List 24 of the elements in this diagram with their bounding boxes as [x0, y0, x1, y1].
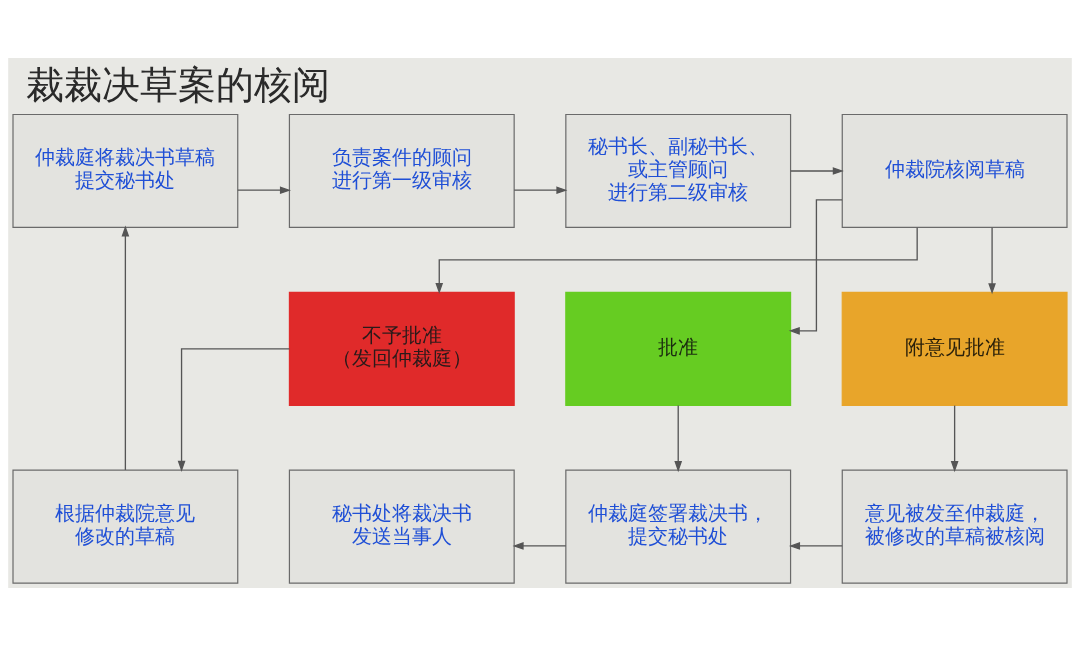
- node-box: 秘书长、副秘书长、或主管顾问进行第二级审核: [565, 113, 792, 228]
- arrow: [435, 226, 918, 294]
- node-box: 负责案件的顾问进行第一级审核: [288, 113, 515, 228]
- arrow: [988, 226, 996, 294]
- node-box: 仲裁庭将裁决书草稿提交秘书处: [12, 113, 239, 228]
- diagram-title: 裁裁决草案的核阅: [26, 61, 331, 107]
- node-box: 根据仲裁院意见修改的草稿: [12, 469, 239, 584]
- arrow: [177, 347, 291, 472]
- arrow: [790, 166, 844, 175]
- node-box: 附意见批准: [841, 291, 1068, 406]
- arrow: [237, 185, 291, 194]
- node-box: 意见被发至仲裁庭，被修改的草稿被核阅: [841, 469, 1068, 584]
- node-box: 仲裁院核阅草稿: [841, 113, 1068, 228]
- arrow: [121, 225, 130, 471]
- node-box: 仲裁庭签署裁决书，提交秘书处: [565, 469, 792, 584]
- arrow: [674, 404, 683, 472]
- arrow: [950, 404, 959, 472]
- arrow: [789, 541, 843, 550]
- node-box: 不予批准（发回仲裁庭）: [288, 291, 515, 406]
- arrow: [513, 185, 568, 194]
- node-box: 批准: [565, 291, 792, 406]
- node-box: 秘书处将裁决书发送当事人: [288, 469, 515, 584]
- arrow: [788, 198, 843, 335]
- arrow: [512, 541, 567, 550]
